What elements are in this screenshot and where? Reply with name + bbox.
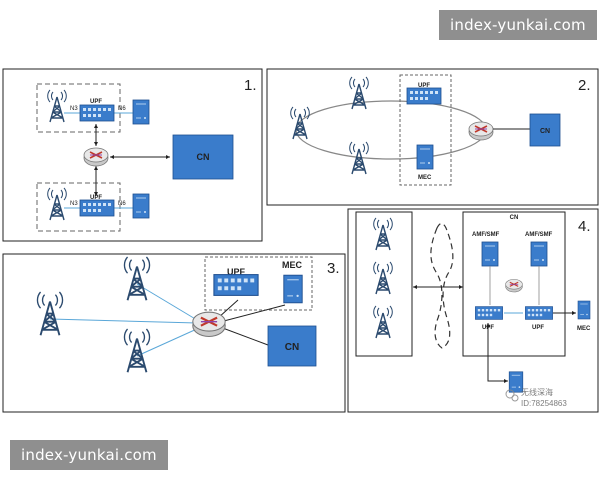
n6-label: N6 [118, 106, 126, 112]
cn-box [172, 134, 234, 180]
panel-2-number: 2. [578, 77, 591, 94]
mec-label: MEC [282, 260, 303, 270]
n6-label: N6 [118, 201, 126, 207]
upf-label: UPF [227, 267, 246, 277]
upf-icon [525, 306, 553, 320]
cn-box [529, 113, 561, 147]
mec-label: MEC [418, 175, 432, 181]
panel-2: 2. UPF MEC CN [266, 68, 599, 206]
mec-label: MEC [577, 326, 591, 332]
panel-4: 4. CN AMF/SMF AMF/SMF UPF UPF MEC [347, 208, 599, 413]
n3-label: N3 [70, 201, 78, 207]
site-watermark: index-yunkai.com [439, 10, 597, 40]
panel-3: 3. UPF MEC CN [2, 253, 346, 413]
mec-server-icon [416, 144, 434, 170]
upf-label: UPF [90, 195, 102, 201]
router-icon [191, 311, 227, 338]
upf-label: UPF [90, 99, 102, 105]
router-mec-link [219, 304, 286, 323]
amf-smf-server-icon [481, 241, 499, 267]
server-icon [132, 99, 150, 125]
amf-smf-label: AMF/SMF [472, 232, 500, 238]
upf-icon [79, 199, 115, 217]
site-watermark: index-yunkai.com [10, 440, 168, 470]
server-icon [132, 193, 150, 219]
tower-link [49, 318, 198, 324]
panel-2-edge-site [399, 74, 452, 186]
mec-server-icon [577, 300, 591, 320]
n3-label: N3 [70, 106, 78, 112]
cn-box [267, 325, 317, 367]
panel-1-edge-site-top [36, 83, 121, 133]
upf-local-link [487, 323, 508, 382]
upf-label: UPF [418, 83, 430, 89]
upf-label: UPF [532, 325, 544, 331]
router-cn-link [219, 326, 269, 346]
panel-1: 1. N3 N6 N3 N6 UPF UPF CN [2, 68, 263, 242]
cn-title: CN [510, 215, 519, 221]
tower-link [136, 283, 198, 321]
amf-smf-server-icon [530, 241, 548, 267]
mec-server-icon [283, 274, 303, 304]
cn-label: CN [285, 342, 299, 353]
amf-smf-label: AMF/SMF [525, 232, 553, 238]
router-icon [505, 278, 523, 293]
upf-icon [79, 104, 115, 122]
upf-icon [406, 87, 442, 105]
panel-4-number: 4. [578, 218, 591, 235]
router-icon [83, 147, 109, 167]
upf-icon [474, 306, 504, 320]
cn-label: CN [197, 152, 210, 162]
upf-icon [213, 273, 259, 297]
wechat-account-name: 无线深海 [521, 387, 553, 397]
wechat-icon [505, 389, 515, 399]
wechat-watermark: 无线深海 ID:78254863 [505, 387, 567, 408]
panel-3-number: 3. [327, 260, 340, 277]
panel-1-number: 1. [244, 77, 257, 94]
wechat-account-id: ID:78254863 [521, 399, 567, 408]
panel-1-edge-site-bottom [36, 182, 121, 232]
cn-label: CN [540, 128, 550, 135]
tower-link [136, 327, 200, 357]
router-icon [468, 121, 494, 141]
